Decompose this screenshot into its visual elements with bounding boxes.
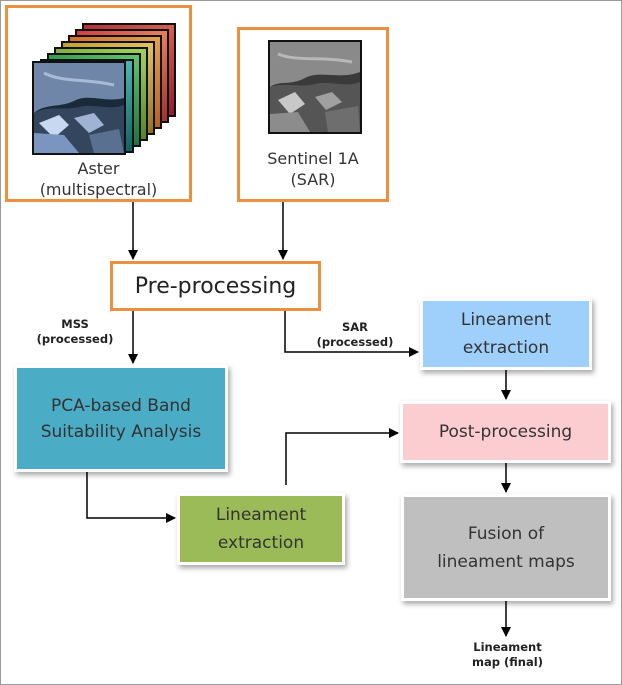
lineament-extraction-blue-label: Lineament extraction [460,310,552,358]
pca-label: PCA-based Band Suitability Analysis [40,395,202,442]
lineament-extraction-blue-box: Lineament extraction [420,298,592,370]
aster-band-stack [8,8,189,199]
preprocessing-label: Pre-processing [134,273,297,299]
aster-label: Aster (multispectral) [39,159,158,199]
postprocessing-label: Post-processing [438,422,573,442]
sar-processed-label: SAR (processed) [316,320,394,349]
lineament-extraction-green-label: Lineament extraction [215,505,307,553]
arrow-lineament-green-to-postprocessing [285,428,399,485]
mss-processed-label: MSS (processed) [36,317,114,346]
aster-source-box: Aster (multispectral) [5,5,192,202]
aster-image [32,61,126,155]
arrow-pca-to-lineament-green [86,472,176,523]
lineament-map-final-label: Lineament map (final) [472,640,543,669]
preprocessing-box: Pre-processing [110,261,321,311]
arrow-preprocessing-to-lineament-blue [284,311,419,357]
sentinel-source-box: Sentinel 1A (SAR) [237,27,389,202]
fusion-label: Fusion of lineament maps [437,523,575,572]
lineament-extraction-green-box: Lineament extraction [177,493,345,565]
sentinel-image [268,40,362,134]
fusion-box: Fusion of lineament maps [401,494,611,601]
sentinel-label: Sentinel 1A (SAR) [267,149,359,189]
pca-box: PCA-based Band Suitability Analysis [14,365,228,472]
postprocessing-box: Post-processing [400,401,611,463]
